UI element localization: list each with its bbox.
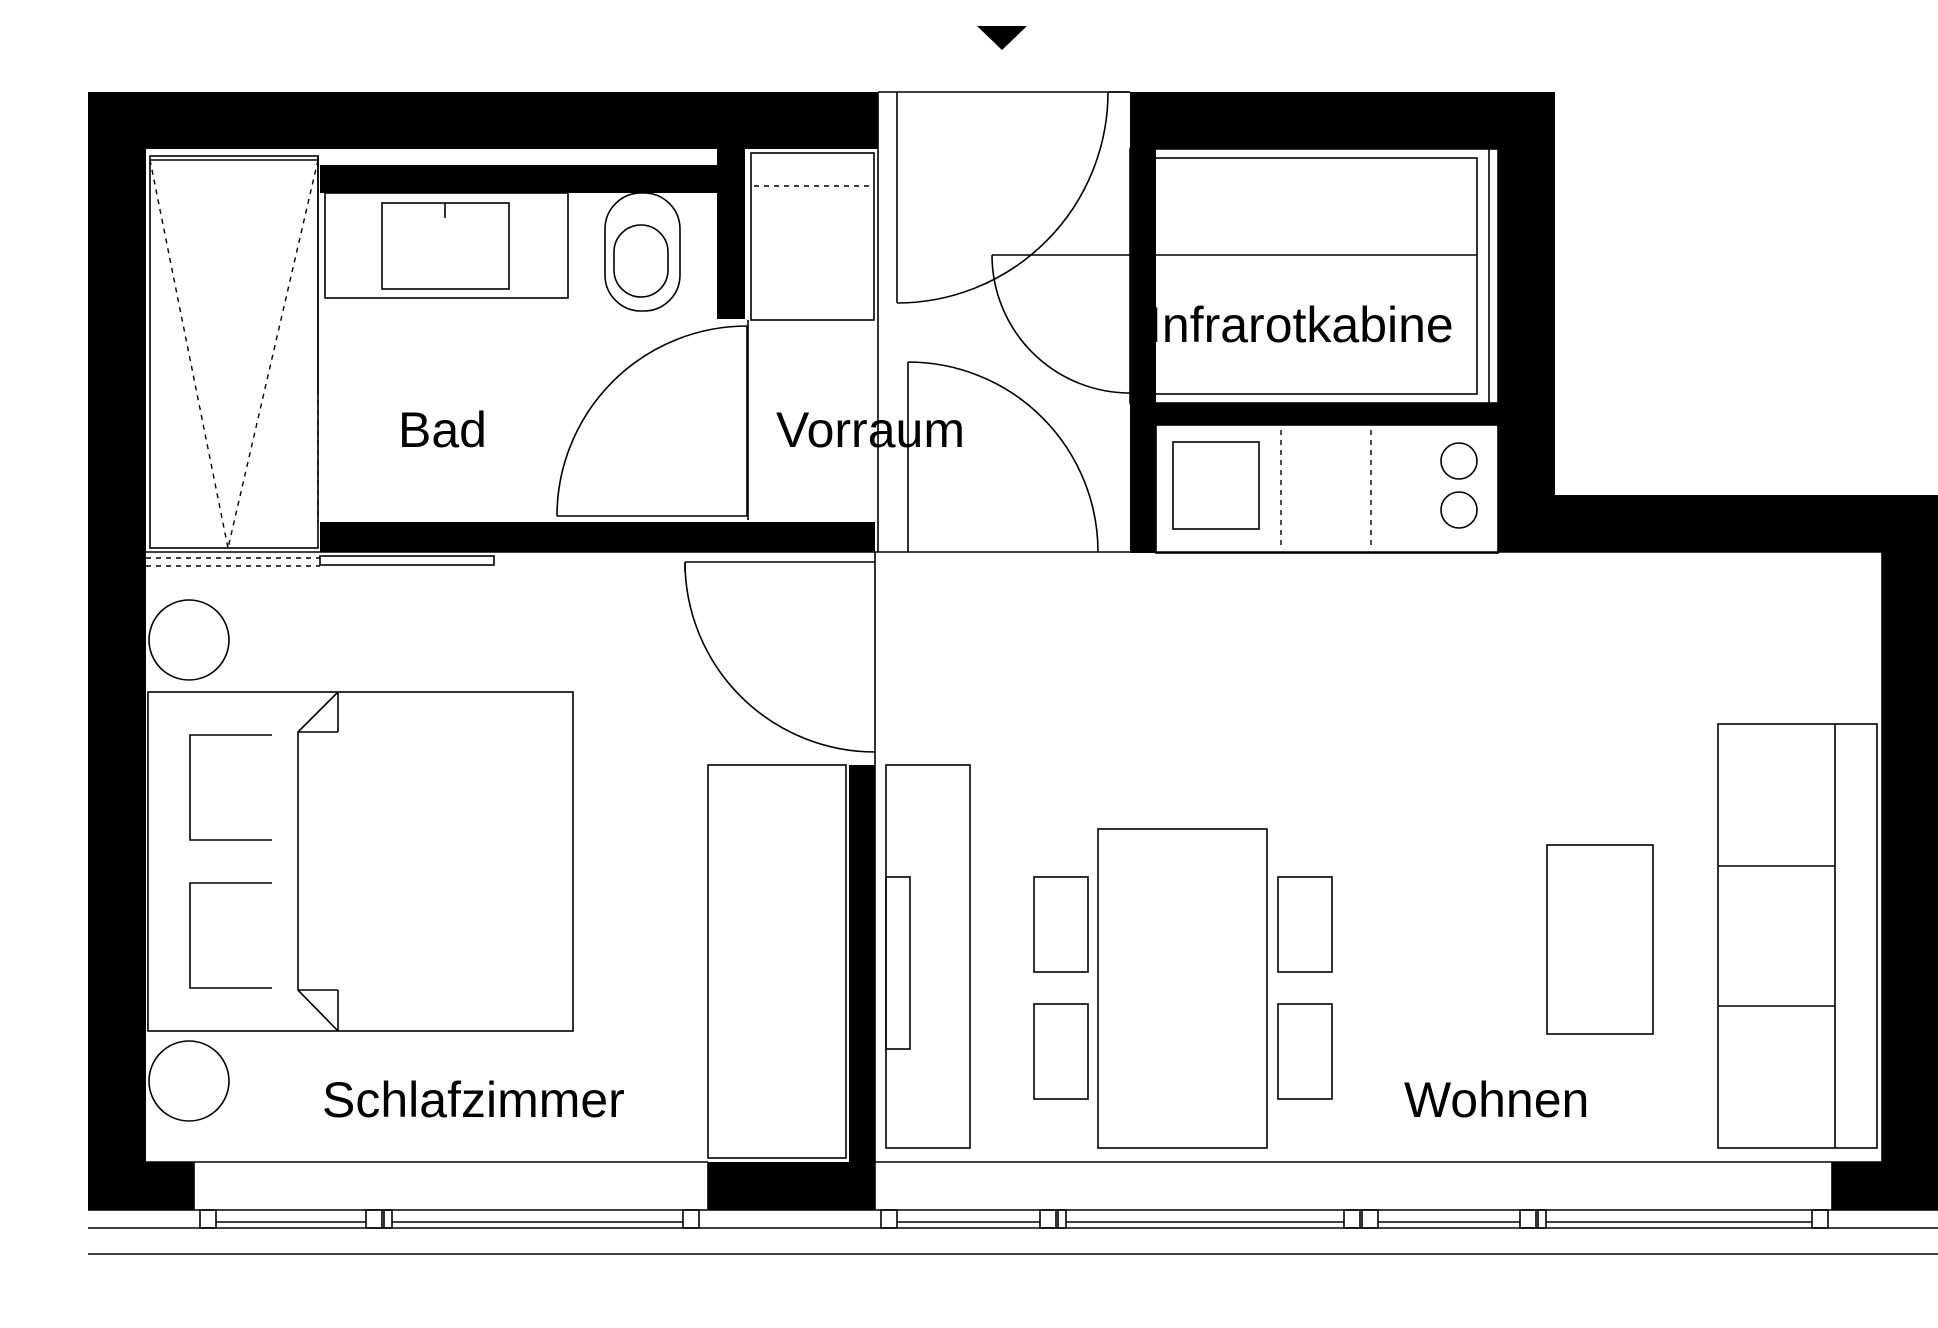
room-label-infrarotkabine: Infrarotkabine bbox=[1148, 297, 1454, 353]
bedside-lamp-icon bbox=[148, 599, 230, 681]
dining-chair bbox=[1277, 876, 1333, 973]
bathroom-door-swing bbox=[556, 325, 748, 517]
tv-icon bbox=[885, 876, 911, 1050]
sofa bbox=[1717, 723, 1878, 1149]
hallway: Vorraum bbox=[747, 91, 1131, 553]
infrared-door-swing bbox=[991, 254, 1131, 394]
facade-windows bbox=[88, 1162, 1938, 1255]
entrance-arrow-icon bbox=[977, 26, 1027, 50]
living-room: Wohnen bbox=[874, 551, 1883, 1163]
shower-tray bbox=[149, 155, 319, 549]
walls bbox=[88, 92, 1938, 1210]
hallway-wardrobe bbox=[750, 152, 875, 321]
kitchen-counter bbox=[1155, 424, 1499, 554]
infrared-cabin-unit bbox=[1139, 157, 1478, 395]
entrance-door-swing bbox=[896, 91, 1109, 304]
sliding-door bbox=[319, 555, 495, 566]
coffee-table bbox=[1546, 844, 1654, 1035]
room-label-wohnen: Wohnen bbox=[1404, 1072, 1589, 1128]
bedroom: Schlafzimmer bbox=[146, 551, 876, 1163]
window-frames bbox=[199, 1209, 1829, 1229]
dining-chair bbox=[1033, 876, 1089, 973]
dining-chair bbox=[1033, 1003, 1089, 1100]
kitchenette bbox=[1155, 424, 1499, 554]
double-bed bbox=[147, 691, 574, 1032]
room-label-schlafzimmer: Schlafzimmer bbox=[322, 1072, 625, 1128]
room-label-bad: Bad bbox=[398, 402, 487, 458]
bedroom-wardrobe bbox=[707, 764, 847, 1159]
dining-chair bbox=[1277, 1003, 1333, 1100]
dining-table bbox=[1097, 828, 1268, 1149]
vanity bbox=[324, 192, 569, 299]
hob-burner-icon bbox=[1440, 442, 1478, 480]
bedside-lamp-icon bbox=[148, 1040, 230, 1122]
sink-icon bbox=[1172, 441, 1260, 530]
room-label-vorraum: Vorraum bbox=[776, 402, 965, 458]
living-door-swing bbox=[907, 361, 1099, 553]
infrared-cabin: Infrarotkabine bbox=[1129, 148, 1499, 404]
toilet-icon bbox=[604, 192, 681, 312]
tv-sideboard bbox=[885, 764, 971, 1149]
bathroom: Bad bbox=[149, 155, 748, 549]
bedroom-door-swing bbox=[684, 561, 876, 753]
hob-burner-icon bbox=[1440, 491, 1478, 529]
